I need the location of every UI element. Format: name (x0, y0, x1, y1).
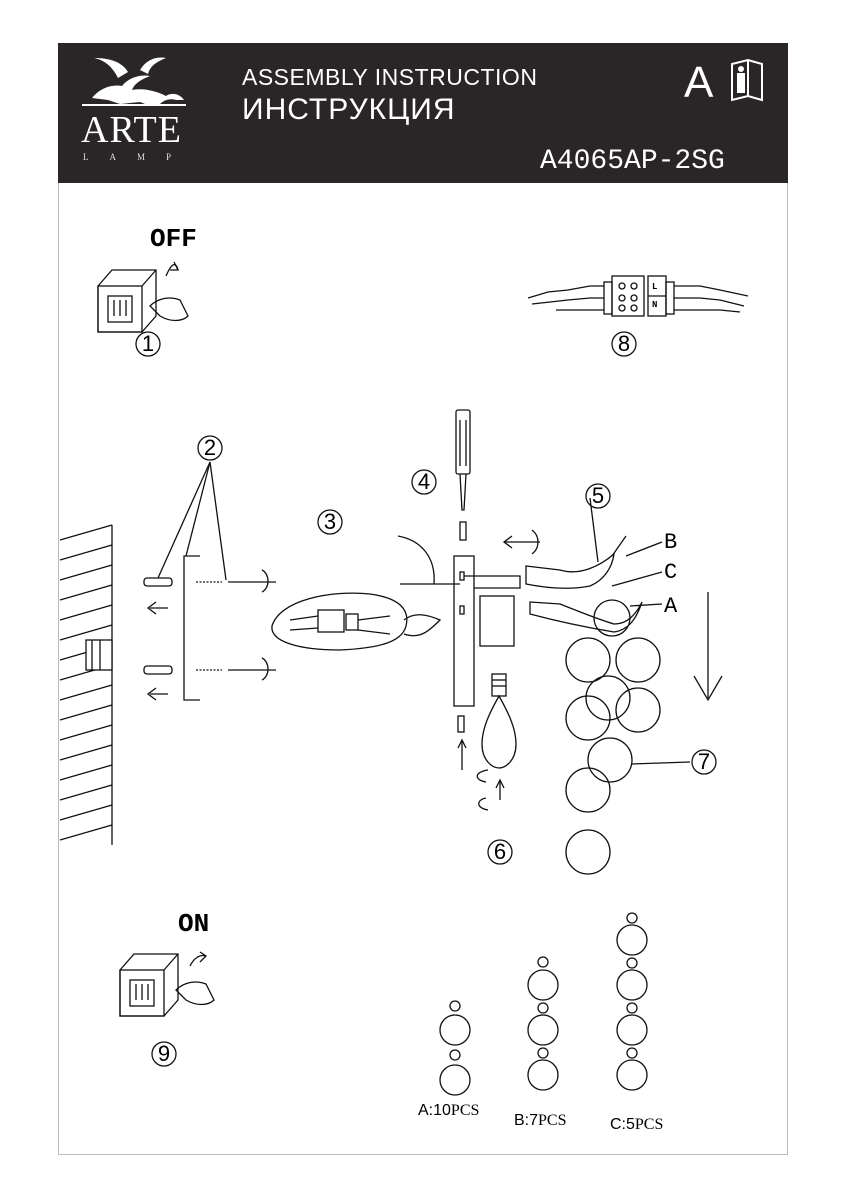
part-c-label: C (664, 560, 678, 585)
step-number-1: 1 (141, 331, 155, 356)
wall-hatching (59, 524, 113, 845)
brand-sub-text: LAMP (83, 152, 193, 162)
doc-letter: A (684, 58, 714, 107)
title-russian: ИНСТРУКЦИЯ (242, 93, 456, 126)
part-b-strand-icon (527, 956, 559, 1091)
step-number-8: 8 (617, 331, 631, 356)
brand-logo-text: ARTE (81, 109, 182, 151)
title-english: ASSEMBLY INSTRUCTION (242, 64, 538, 90)
part-a-label: A (664, 594, 678, 619)
step-number-3: 3 (323, 509, 337, 534)
off-label: OFF (150, 224, 197, 254)
candle-bulb-icon (476, 673, 517, 811)
step-number-6: 6 (493, 839, 507, 864)
mounting-bracket-icon (143, 461, 276, 701)
header-bar (58, 43, 788, 183)
part-b-count: B:7PCS (514, 1112, 567, 1129)
instruction-sheet (58, 43, 788, 1155)
wiring-connection-icon (271, 535, 460, 651)
step-number-5: 5 (591, 483, 605, 508)
terminal-l-label: L (652, 282, 658, 292)
switch-on-icon (119, 951, 215, 1017)
part-a-strand-icon (439, 1000, 471, 1096)
griffin-logo-icon (82, 57, 186, 106)
terminal-n-label: N (652, 300, 658, 310)
step-circles (135, 331, 717, 1067)
lamp-body-icon (453, 409, 723, 770)
step-number-7: 7 (697, 749, 711, 774)
part-a-count: A:10PCS (418, 1102, 480, 1119)
step-number-2: 2 (203, 435, 217, 460)
step-number-9: 9 (157, 1041, 171, 1066)
part-c-count: C:5PCS (610, 1116, 664, 1133)
on-label: ON (178, 909, 210, 939)
part-b-label: B (664, 530, 678, 555)
switch-off-icon (97, 261, 189, 333)
step-number-4: 4 (417, 469, 431, 494)
model-number: A4065AP-2SG (540, 146, 725, 177)
terminal-connector-icon (527, 275, 749, 317)
crystal-strand-icon (565, 599, 691, 875)
info-book-icon (731, 58, 763, 102)
part-c-strand-icon (616, 912, 648, 1091)
